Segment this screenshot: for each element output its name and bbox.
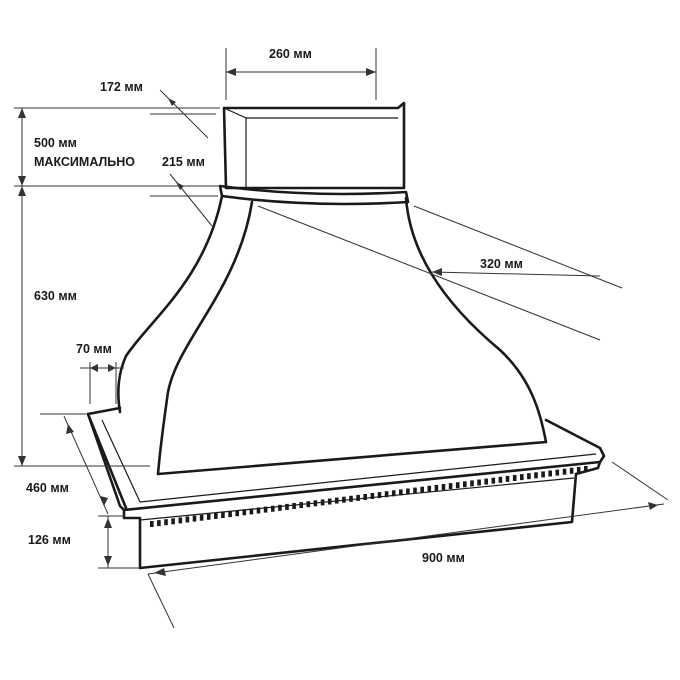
grille-slot bbox=[299, 502, 303, 509]
grille-slot bbox=[520, 474, 524, 481]
grille-slot bbox=[356, 494, 360, 501]
grille-slot bbox=[370, 493, 375, 499]
grille-slot bbox=[320, 499, 325, 506]
grille-slot bbox=[335, 497, 339, 504]
grille-slot bbox=[199, 514, 204, 521]
grille-slot bbox=[463, 481, 467, 488]
grille-slot bbox=[562, 468, 567, 475]
grille-slot bbox=[584, 466, 588, 472]
label-collar-depth: 215 мм bbox=[162, 155, 205, 169]
grille-slot bbox=[349, 495, 353, 502]
grille-slot bbox=[214, 512, 218, 519]
label-body-depth: 320 мм bbox=[480, 257, 523, 271]
grille-slot bbox=[249, 508, 254, 515]
grille-slot bbox=[384, 491, 389, 498]
grille-slot bbox=[527, 473, 531, 480]
grille-slot bbox=[313, 500, 318, 507]
label-total-width: 900 мм bbox=[422, 551, 465, 565]
grille-slot bbox=[470, 480, 474, 487]
grille-slot bbox=[228, 511, 232, 518]
grille-slot bbox=[399, 489, 403, 496]
grille-slot bbox=[477, 479, 481, 486]
grille-slot bbox=[406, 488, 410, 495]
grille-slot bbox=[434, 484, 439, 491]
grille-slot bbox=[192, 515, 197, 522]
grille-slot bbox=[391, 490, 396, 497]
hood-body bbox=[117, 194, 548, 476]
grille-slot bbox=[242, 509, 247, 516]
grille-slot bbox=[484, 478, 488, 485]
decorative-grille bbox=[150, 466, 588, 527]
grille-slot bbox=[420, 486, 424, 493]
label-base-height: 126 мм bbox=[28, 533, 71, 547]
grille-slot bbox=[569, 467, 574, 474]
grille-slot bbox=[512, 475, 517, 481]
grille-slot bbox=[413, 487, 417, 494]
grille-slot bbox=[306, 501, 311, 508]
grille-slot bbox=[377, 492, 382, 499]
grille-slot bbox=[185, 516, 190, 523]
grille-slot bbox=[206, 513, 211, 520]
hood-base bbox=[86, 406, 606, 570]
grille-slot bbox=[271, 505, 275, 512]
grille-slot bbox=[164, 519, 168, 526]
grille-slot bbox=[498, 476, 503, 483]
grille-slot bbox=[285, 503, 289, 510]
label-duct-depth: 172 мм bbox=[100, 80, 143, 94]
grille-slot bbox=[576, 466, 581, 473]
grille-slot bbox=[278, 504, 282, 511]
label-duct-height: 500 мм bbox=[34, 136, 77, 150]
grille-slot bbox=[256, 507, 261, 514]
chimney-collar bbox=[218, 184, 410, 206]
grille-slot bbox=[171, 518, 175, 525]
grille-slot bbox=[541, 471, 545, 478]
dimension-lines bbox=[14, 48, 669, 629]
grille-slot bbox=[235, 510, 239, 517]
grille-slot bbox=[178, 517, 183, 524]
label-duct-height-note: МАКСИМАЛЬНО bbox=[34, 155, 135, 169]
dimension-labels: 260 мм 172 мм 500 мм МАКСИМАЛЬНО 215 мм … bbox=[26, 47, 523, 565]
grille-slot bbox=[455, 482, 460, 489]
label-ledge-width: 70 мм bbox=[76, 342, 112, 356]
grille-slot bbox=[221, 512, 225, 518]
label-duct-width: 260 мм bbox=[269, 47, 312, 61]
grille-slot bbox=[150, 521, 154, 527]
grille-slot bbox=[448, 483, 453, 490]
grille-slot bbox=[263, 506, 268, 513]
grille-slot bbox=[548, 470, 552, 477]
chimney-duct bbox=[222, 101, 406, 190]
grille-slot bbox=[292, 503, 296, 509]
label-body-height: 630 мм bbox=[34, 289, 77, 303]
grille-slot bbox=[427, 485, 432, 492]
range-hood-drawing bbox=[86, 101, 606, 570]
grille-slot bbox=[555, 469, 560, 476]
grille-slot bbox=[441, 484, 446, 490]
grille-slot bbox=[157, 520, 161, 527]
grille-slot bbox=[534, 472, 538, 479]
grille-slot bbox=[363, 494, 367, 500]
label-base-depth: 460 мм bbox=[26, 481, 69, 495]
grille-slot bbox=[491, 477, 496, 484]
grille-slot bbox=[342, 496, 346, 503]
grille-slot bbox=[505, 475, 510, 482]
grille-slot bbox=[327, 498, 332, 505]
